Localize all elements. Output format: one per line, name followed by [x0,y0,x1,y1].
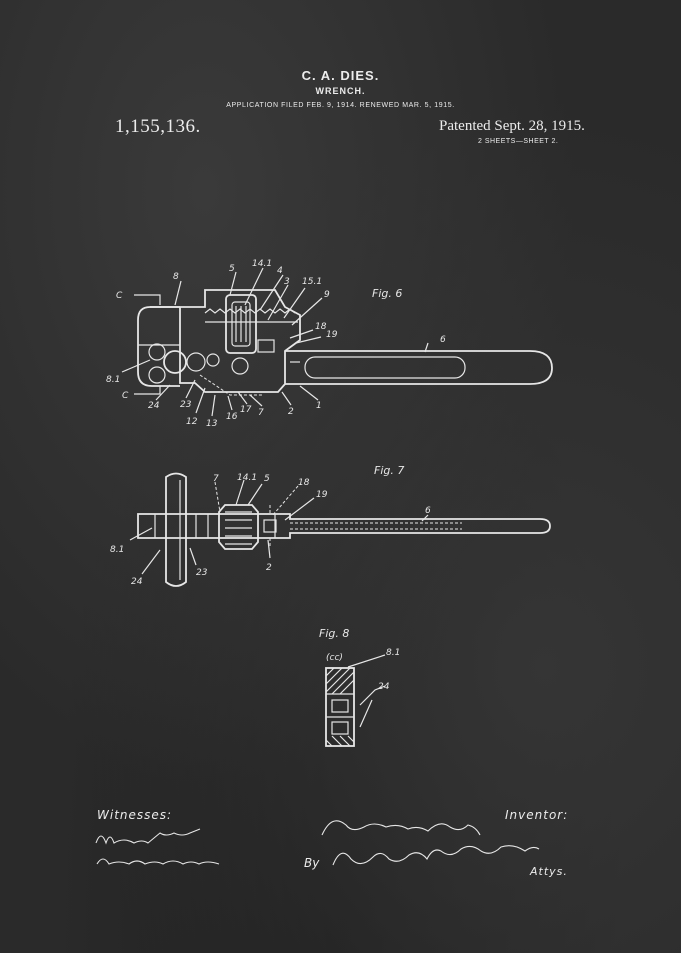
inventor-name: C. A. DIES. [301,68,380,83]
svg-text:24: 24 [378,682,390,692]
witnesses-label: Witnesses: [97,808,173,822]
sheet-count: 2 SHEETS—SHEET 2. [478,138,559,145]
svg-text:8.1: 8.1 [106,375,120,385]
svg-text:17: 17 [240,405,252,415]
svg-text:1: 1 [316,401,322,411]
application-line: APPLICATION FILED FEB. 9, 1914. RENEWED … [226,102,455,109]
svg-text:24: 24 [131,577,143,587]
fig7-pipe [165,472,187,587]
fig6-nut [225,294,257,354]
svg-text:19: 19 [316,490,328,500]
svg-text:19: 19 [326,330,338,340]
fig6-section-c-top [134,294,161,305]
fig6-drawing: Fig. 6 [106,259,553,429]
svg-text:2: 2 [266,563,272,573]
svg-text:18: 18 [298,478,310,488]
fig8-label: Fig. 8 [319,627,349,640]
svg-text:9: 9 [324,290,330,300]
svg-text:14.1: 14.1 [252,259,272,269]
patent-title: WRENCH. [315,86,366,96]
fig7-nut [218,504,259,550]
by-label: By [304,856,320,870]
fig6-section-c-bottom [134,386,161,395]
fig6-label: Fig. 6 [372,287,402,300]
svg-text:4: 4 [277,266,283,276]
fig8-section [325,667,355,747]
signature-strokes [95,820,540,866]
svg-text:5: 5 [264,474,270,484]
svg-text:8.1: 8.1 [386,648,400,658]
svg-text:12: 12 [186,417,198,427]
svg-text:18: 18 [315,322,327,332]
inventor-label: Inventor: [505,808,569,822]
svg-text:5: 5 [229,264,235,274]
svg-text:6: 6 [425,506,431,516]
svg-text:(cc): (cc) [326,653,343,663]
svg-text:15.1: 15.1 [302,277,322,287]
svg-text:7: 7 [258,408,264,418]
svg-text:C: C [122,391,129,401]
svg-text:23: 23 [180,400,192,410]
svg-text:6: 6 [440,335,446,345]
svg-text:13: 13 [206,419,218,429]
svg-text:C: C [116,291,123,301]
svg-text:24: 24 [148,401,160,411]
patent-number: 1,155,136. [115,116,201,137]
svg-text:14.1: 14.1 [237,473,257,483]
fig6-handle [285,350,553,385]
svg-text:7: 7 [213,474,219,484]
fig8-drawing: Fig. 8 (cc) 8.1 24 [319,627,400,747]
fig6-handle-slot [304,356,466,379]
fig7-bar [137,513,551,539]
svg-text:8: 8 [173,272,179,282]
svg-text:16: 16 [226,412,238,422]
svg-text:3: 3 [284,277,290,287]
svg-text:23: 23 [196,568,208,578]
patented-date: Patented Sept. 28, 1915. [439,118,585,134]
fig7-label: Fig. 7 [374,464,404,477]
fig7-drawing: Fig. 7 [110,464,551,587]
fig6-head [150,289,301,393]
fig6-hook-jaw [137,306,180,387]
svg-text:8.1: 8.1 [110,545,124,555]
attorneys-label: Attys. [530,865,568,878]
svg-text:2: 2 [288,407,294,417]
